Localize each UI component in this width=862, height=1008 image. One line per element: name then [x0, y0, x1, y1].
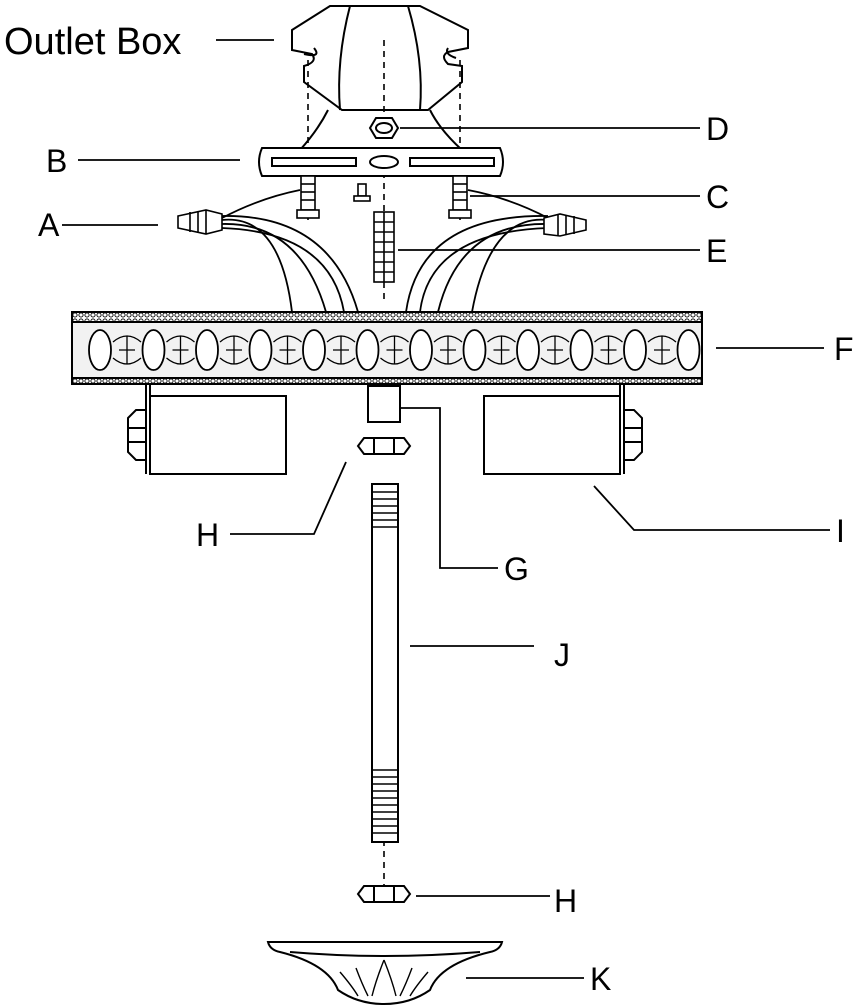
part-b-crossbar: [258, 147, 504, 177]
label-h-top: H: [196, 517, 219, 553]
label-i: I: [836, 513, 845, 549]
part-e-nipple: [373, 211, 395, 283]
label-a: A: [38, 207, 60, 243]
band-oval: [141, 329, 166, 371]
band-oval: [409, 329, 433, 371]
band-oval: [195, 329, 219, 371]
label-b: B: [46, 143, 67, 179]
label-h-bottom: H: [554, 883, 577, 919]
band-leaf-ornament: [219, 335, 249, 365]
part-g-coupling: [367, 385, 401, 423]
part-k-finial: [266, 941, 504, 1006]
part-h-nut-bottom: [356, 885, 412, 903]
label-c: C: [706, 179, 729, 215]
part-h-nut-top: [356, 437, 412, 455]
label-j: J: [554, 637, 570, 673]
label-f: F: [834, 331, 854, 367]
band-leaf-ornament: [273, 335, 302, 365]
band-oval: [355, 329, 380, 371]
band-oval: [88, 329, 112, 371]
band-leaf-ornament: [647, 335, 677, 365]
part-d-nut: [368, 117, 400, 139]
band-leaf-ornament: [380, 335, 409, 365]
part-j-rod: [371, 483, 399, 843]
part-a-wire-connectors: [177, 209, 587, 237]
part-i-shades: [127, 384, 643, 475]
outlet-box: [291, 5, 469, 151]
band-leaf-ornament: [166, 335, 195, 365]
label-d: D: [706, 111, 729, 147]
band-leaf-ornament: [594, 335, 623, 365]
band-oval: [676, 329, 701, 371]
band-leaf-ornament: [540, 335, 570, 365]
part-f-canopy-band: [71, 311, 703, 385]
band-oval: [462, 329, 487, 371]
band-leaf-ornament: [487, 335, 516, 365]
label-e: E: [706, 233, 727, 269]
band-leaf-ornament: [433, 335, 463, 365]
band-oval: [569, 329, 594, 371]
band-oval: [516, 329, 540, 371]
band-oval: [302, 329, 326, 371]
band-oval: [623, 329, 647, 371]
label-g: G: [504, 551, 529, 587]
band-leaf-ornament: [112, 335, 142, 365]
part-c-screws: [296, 175, 472, 219]
band-oval: [248, 329, 273, 371]
label-k: K: [590, 961, 611, 997]
wires: [221, 189, 549, 313]
leader-lines: [62, 39, 830, 979]
label-outlet-box: Outlet Box: [4, 21, 181, 63]
band-leaf-ornament: [326, 335, 356, 365]
